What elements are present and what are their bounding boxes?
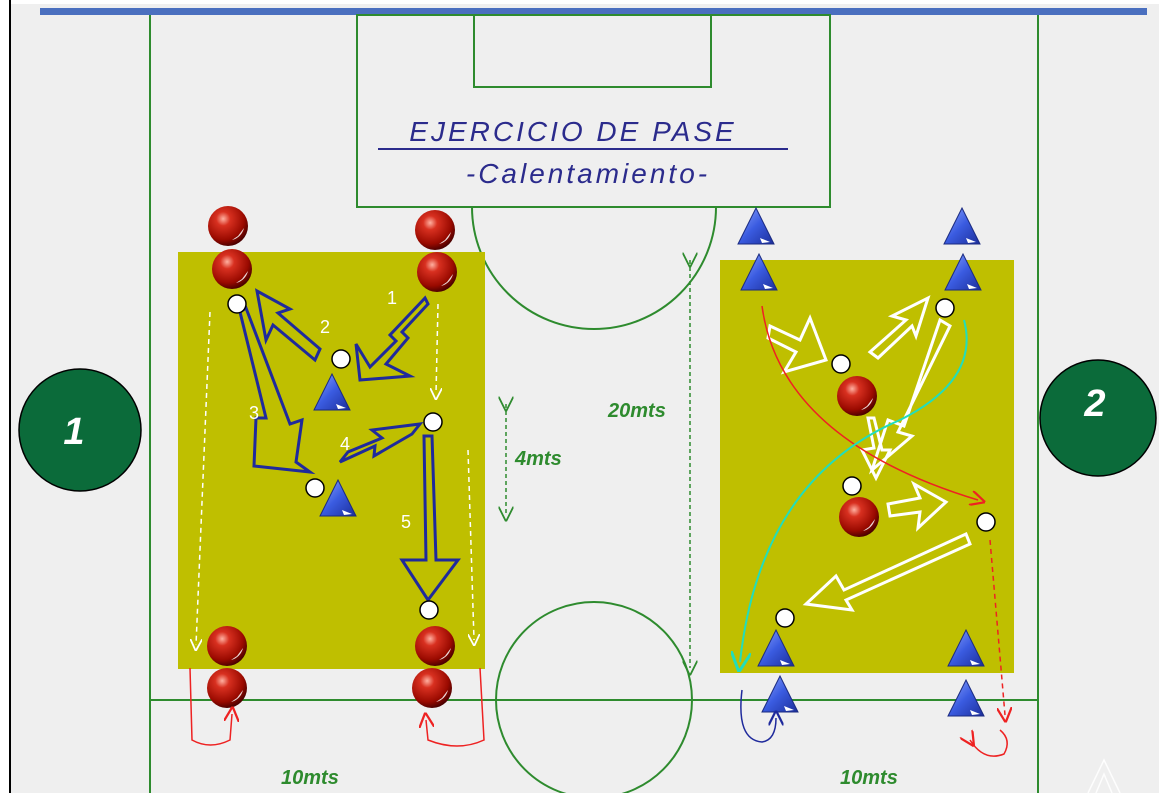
position-dot	[227, 294, 247, 314]
red-return-loop-right	[970, 729, 1008, 757]
position-dot	[775, 608, 795, 628]
position-dot	[831, 354, 851, 374]
station-2-marker: 2	[1039, 359, 1157, 477]
measure-arrows	[506, 260, 690, 668]
width-right-label: 10mts	[840, 767, 898, 789]
spacing-label: 4mts	[514, 448, 562, 470]
gap-label: 20mts	[607, 400, 666, 422]
station-1-label: 1	[63, 411, 84, 453]
station-2-label: 2	[1083, 383, 1105, 425]
player-ball	[207, 668, 247, 708]
player-ball	[837, 376, 877, 416]
corner-logo	[1087, 758, 1121, 794]
left-return-loops	[189, 667, 485, 747]
player-ball	[207, 626, 247, 666]
player-ball	[415, 626, 455, 666]
pass-number-4: 4	[340, 434, 350, 454]
position-dot	[935, 298, 955, 318]
left-run-paths	[196, 303, 474, 645]
player-ball	[208, 206, 248, 246]
player-ball	[212, 249, 252, 289]
red-run-path	[761, 305, 978, 500]
player-ball	[417, 252, 457, 292]
pass-number-5: 5	[401, 512, 411, 532]
diagram-subtitle: -Calentamiento-	[466, 158, 710, 189]
player-ball	[412, 668, 452, 708]
cyan-run-path	[740, 319, 968, 662]
left-pass-arrows	[238, 288, 461, 603]
pass-number-1: 1	[387, 288, 397, 308]
width-left-label: 10mts	[281, 767, 339, 789]
right-pass-arrows	[766, 295, 972, 612]
player-ball	[839, 497, 879, 537]
position-dot	[976, 512, 996, 532]
position-dot	[419, 600, 439, 620]
player-ball	[415, 210, 455, 250]
position-dot	[423, 412, 443, 432]
pass-number-2: 2	[320, 317, 330, 337]
left-exercise-area	[178, 252, 485, 669]
blue-return-loop	[740, 689, 776, 743]
pass-number-3: 3	[249, 403, 259, 423]
position-dot	[842, 476, 862, 496]
top-bar	[40, 8, 1147, 15]
diagram-title: EJERCICIO DE PASE	[409, 116, 736, 147]
red-dashed-run	[989, 539, 1005, 715]
position-dot	[331, 349, 351, 369]
field-lines	[149, 14, 1039, 798]
station-1-marker: 1	[18, 368, 142, 492]
position-dot	[305, 478, 325, 498]
